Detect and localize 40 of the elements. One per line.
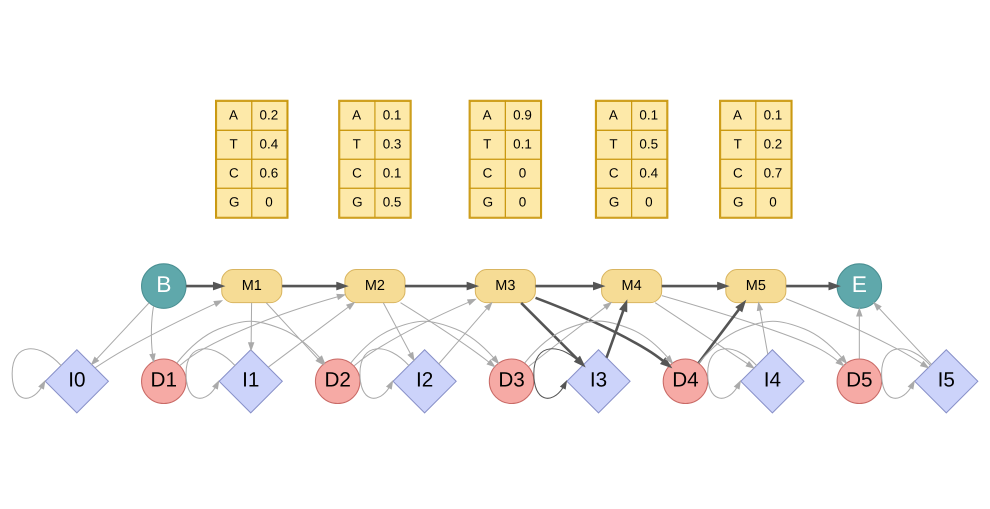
label: G (482, 194, 494, 210)
label: 0.2 (764, 136, 782, 152)
label: T (734, 136, 742, 152)
label: 0.1 (513, 136, 532, 152)
label: 0 (265, 194, 273, 210)
label: G (352, 194, 363, 210)
label: 0.3 (382, 136, 402, 152)
label: A (352, 107, 362, 122)
label: A (733, 107, 742, 122)
label: C (228, 165, 239, 180)
label: G (228, 194, 240, 210)
label: G (733, 194, 744, 210)
label: C (482, 165, 492, 180)
label: 0.5 (639, 136, 658, 152)
label: 0.2 (260, 107, 278, 122)
label: 0 (645, 194, 653, 210)
label: 0.1 (382, 107, 402, 122)
label: G (608, 194, 620, 210)
label: 0.5 (382, 194, 402, 210)
label: 0.7 (764, 165, 782, 180)
label: 0.9 (513, 107, 532, 122)
label: 0.6 (260, 165, 278, 180)
label: C (352, 165, 362, 180)
label: A (608, 107, 618, 122)
label: 0 (769, 194, 777, 210)
label: A (228, 107, 238, 122)
label: T (230, 136, 238, 152)
label: 0.1 (382, 165, 402, 180)
label: T (352, 136, 361, 152)
label: T (609, 136, 618, 152)
label: T (483, 136, 492, 152)
label: 0 (518, 194, 526, 210)
label: 0.4 (260, 136, 278, 152)
label: 0.1 (764, 107, 782, 122)
label: A (482, 107, 492, 122)
label: C (608, 165, 619, 180)
label: 0.1 (639, 107, 658, 122)
label: 0.4 (639, 165, 658, 180)
label: C (733, 165, 743, 180)
label: 0 (518, 165, 526, 180)
